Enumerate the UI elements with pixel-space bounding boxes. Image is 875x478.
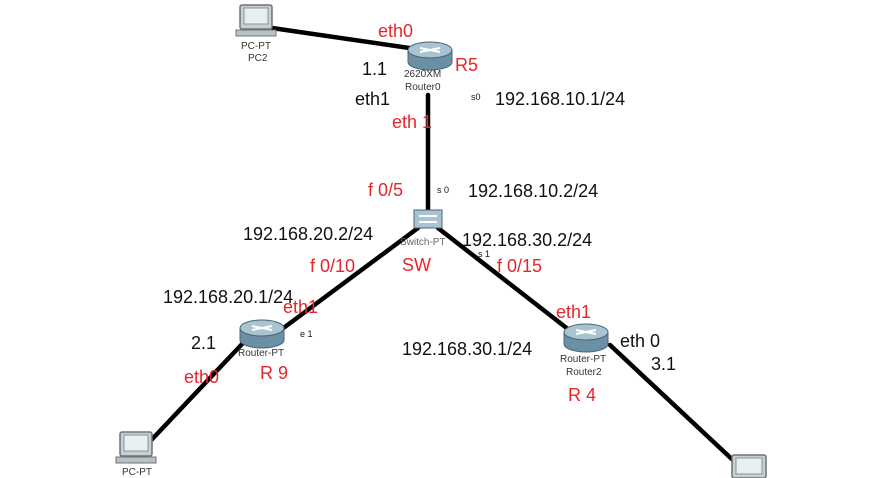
r5-host-label: 1.1 <box>362 59 388 79</box>
r9-ip-label: 192.168.20.1/24 <box>163 287 294 307</box>
r4-host-label: 3.1 <box>651 354 677 374</box>
r5-s0-label: s0 <box>471 92 481 102</box>
sw-ip-20-label: 192.168.20.2/24 <box>243 224 374 244</box>
pc-left-type-label: PC-PT <box>122 467 152 478</box>
pc2-type-label: PC-PT <box>241 41 271 52</box>
pc-icon[interactable] <box>235 4 277 37</box>
r9-eth0-label: eth0 <box>184 367 220 387</box>
link-r9-pc-left[interactable] <box>137 339 247 455</box>
sw-f015-label: f 0/15 <box>497 256 543 276</box>
router2-type-label: Router-PT <box>560 354 607 365</box>
r4-eth0-label: eth 0 <box>620 331 661 351</box>
r5-tag: R5 <box>455 55 479 75</box>
switch-icon[interactable] <box>413 209 443 229</box>
router-icon[interactable] <box>563 323 609 353</box>
r4-tag: R 4 <box>568 385 597 405</box>
router0-name-label: Router0 <box>405 82 441 93</box>
link-pc2-router0[interactable] <box>269 25 426 53</box>
r4-ip-label: 192.168.30.1/24 <box>402 339 533 359</box>
sw-f010-label: f 0/10 <box>310 256 356 276</box>
link-switch-router2[interactable] <box>435 225 585 343</box>
r5-eth1-label: eth1 <box>355 89 391 109</box>
router2-name-label: Router2 <box>566 367 602 378</box>
r9-e1-label: e 1 <box>300 329 313 339</box>
sw-ip-10-label: 192.168.10.2/24 <box>468 181 599 201</box>
pc-icon[interactable] <box>115 431 157 464</box>
sw-f05-label: f 0/5 <box>368 180 404 200</box>
links <box>137 25 738 465</box>
pc2-name-label: PC2 <box>248 53 268 64</box>
link-router2-pc-right[interactable] <box>607 342 738 465</box>
router-icon[interactable] <box>407 41 453 71</box>
pc-icon[interactable] <box>731 454 767 478</box>
r5-eth1-red-label: eth 1 <box>392 112 433 132</box>
r5-eth0-label: eth0 <box>378 21 414 41</box>
router0-model-label: 2620XM <box>404 69 442 80</box>
r5-ip-label: 192.168.10.1/24 <box>495 89 626 109</box>
r9-tag: R 9 <box>260 363 289 383</box>
sw-s1-label: s 1 <box>478 249 491 259</box>
r9-host-label: 2.1 <box>191 333 217 353</box>
link-switch-r9[interactable] <box>267 225 421 341</box>
sw-s0-label: s 0 <box>437 185 450 195</box>
sw-tag: SW <box>402 255 431 275</box>
router-icon[interactable] <box>239 319 285 349</box>
r4-eth1-label: eth1 <box>556 302 592 322</box>
r9-eth1-label: eth1 <box>283 297 319 317</box>
r9-type-label: Router-PT <box>238 348 285 359</box>
sw-ip-30-label: 192.168.30.2/24 <box>462 230 593 250</box>
switch-type-label: Switch-PT <box>400 237 446 248</box>
